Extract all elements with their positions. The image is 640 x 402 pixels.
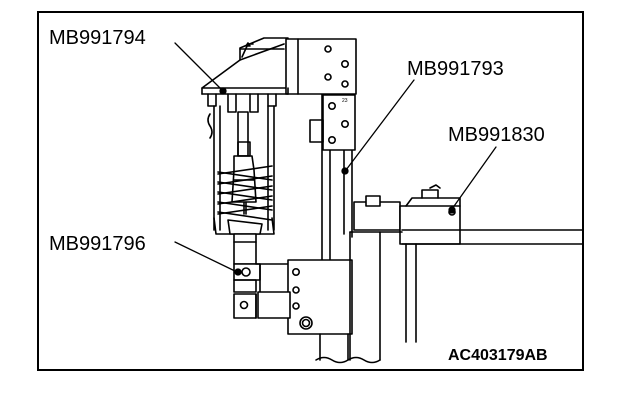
leader-mb991794 [174,42,223,91]
label-mb991794: MB991794 [49,27,146,49]
leader-mb991796 [174,241,238,273]
illustration-frame: 23 [37,11,584,371]
label-mb991830: MB991830 [448,124,545,146]
vise-base [315,184,582,364]
spring-compressor [207,93,277,235]
leader-dot-mb991830 [448,206,456,214]
label-mb991796: MB991796 [49,233,146,255]
figure-code: AC403179AB [448,347,548,364]
svg-text:23: 23 [342,98,348,104]
label-mb991793: MB991793 [407,58,504,80]
special-tool-illustration: 23 [174,37,582,364]
leader-lines [174,42,497,276]
leader-dot-mb991796 [234,268,242,276]
lower-clamp [233,233,290,319]
leader-mb991793 [345,79,415,171]
leader-dot-mb991793 [341,167,349,175]
leader-dot-mb991794 [219,87,227,95]
top-arm [201,37,357,95]
leader-mb991830 [451,146,497,210]
stand-post: 23 [309,93,356,263]
bottom-bracket [257,259,353,335]
